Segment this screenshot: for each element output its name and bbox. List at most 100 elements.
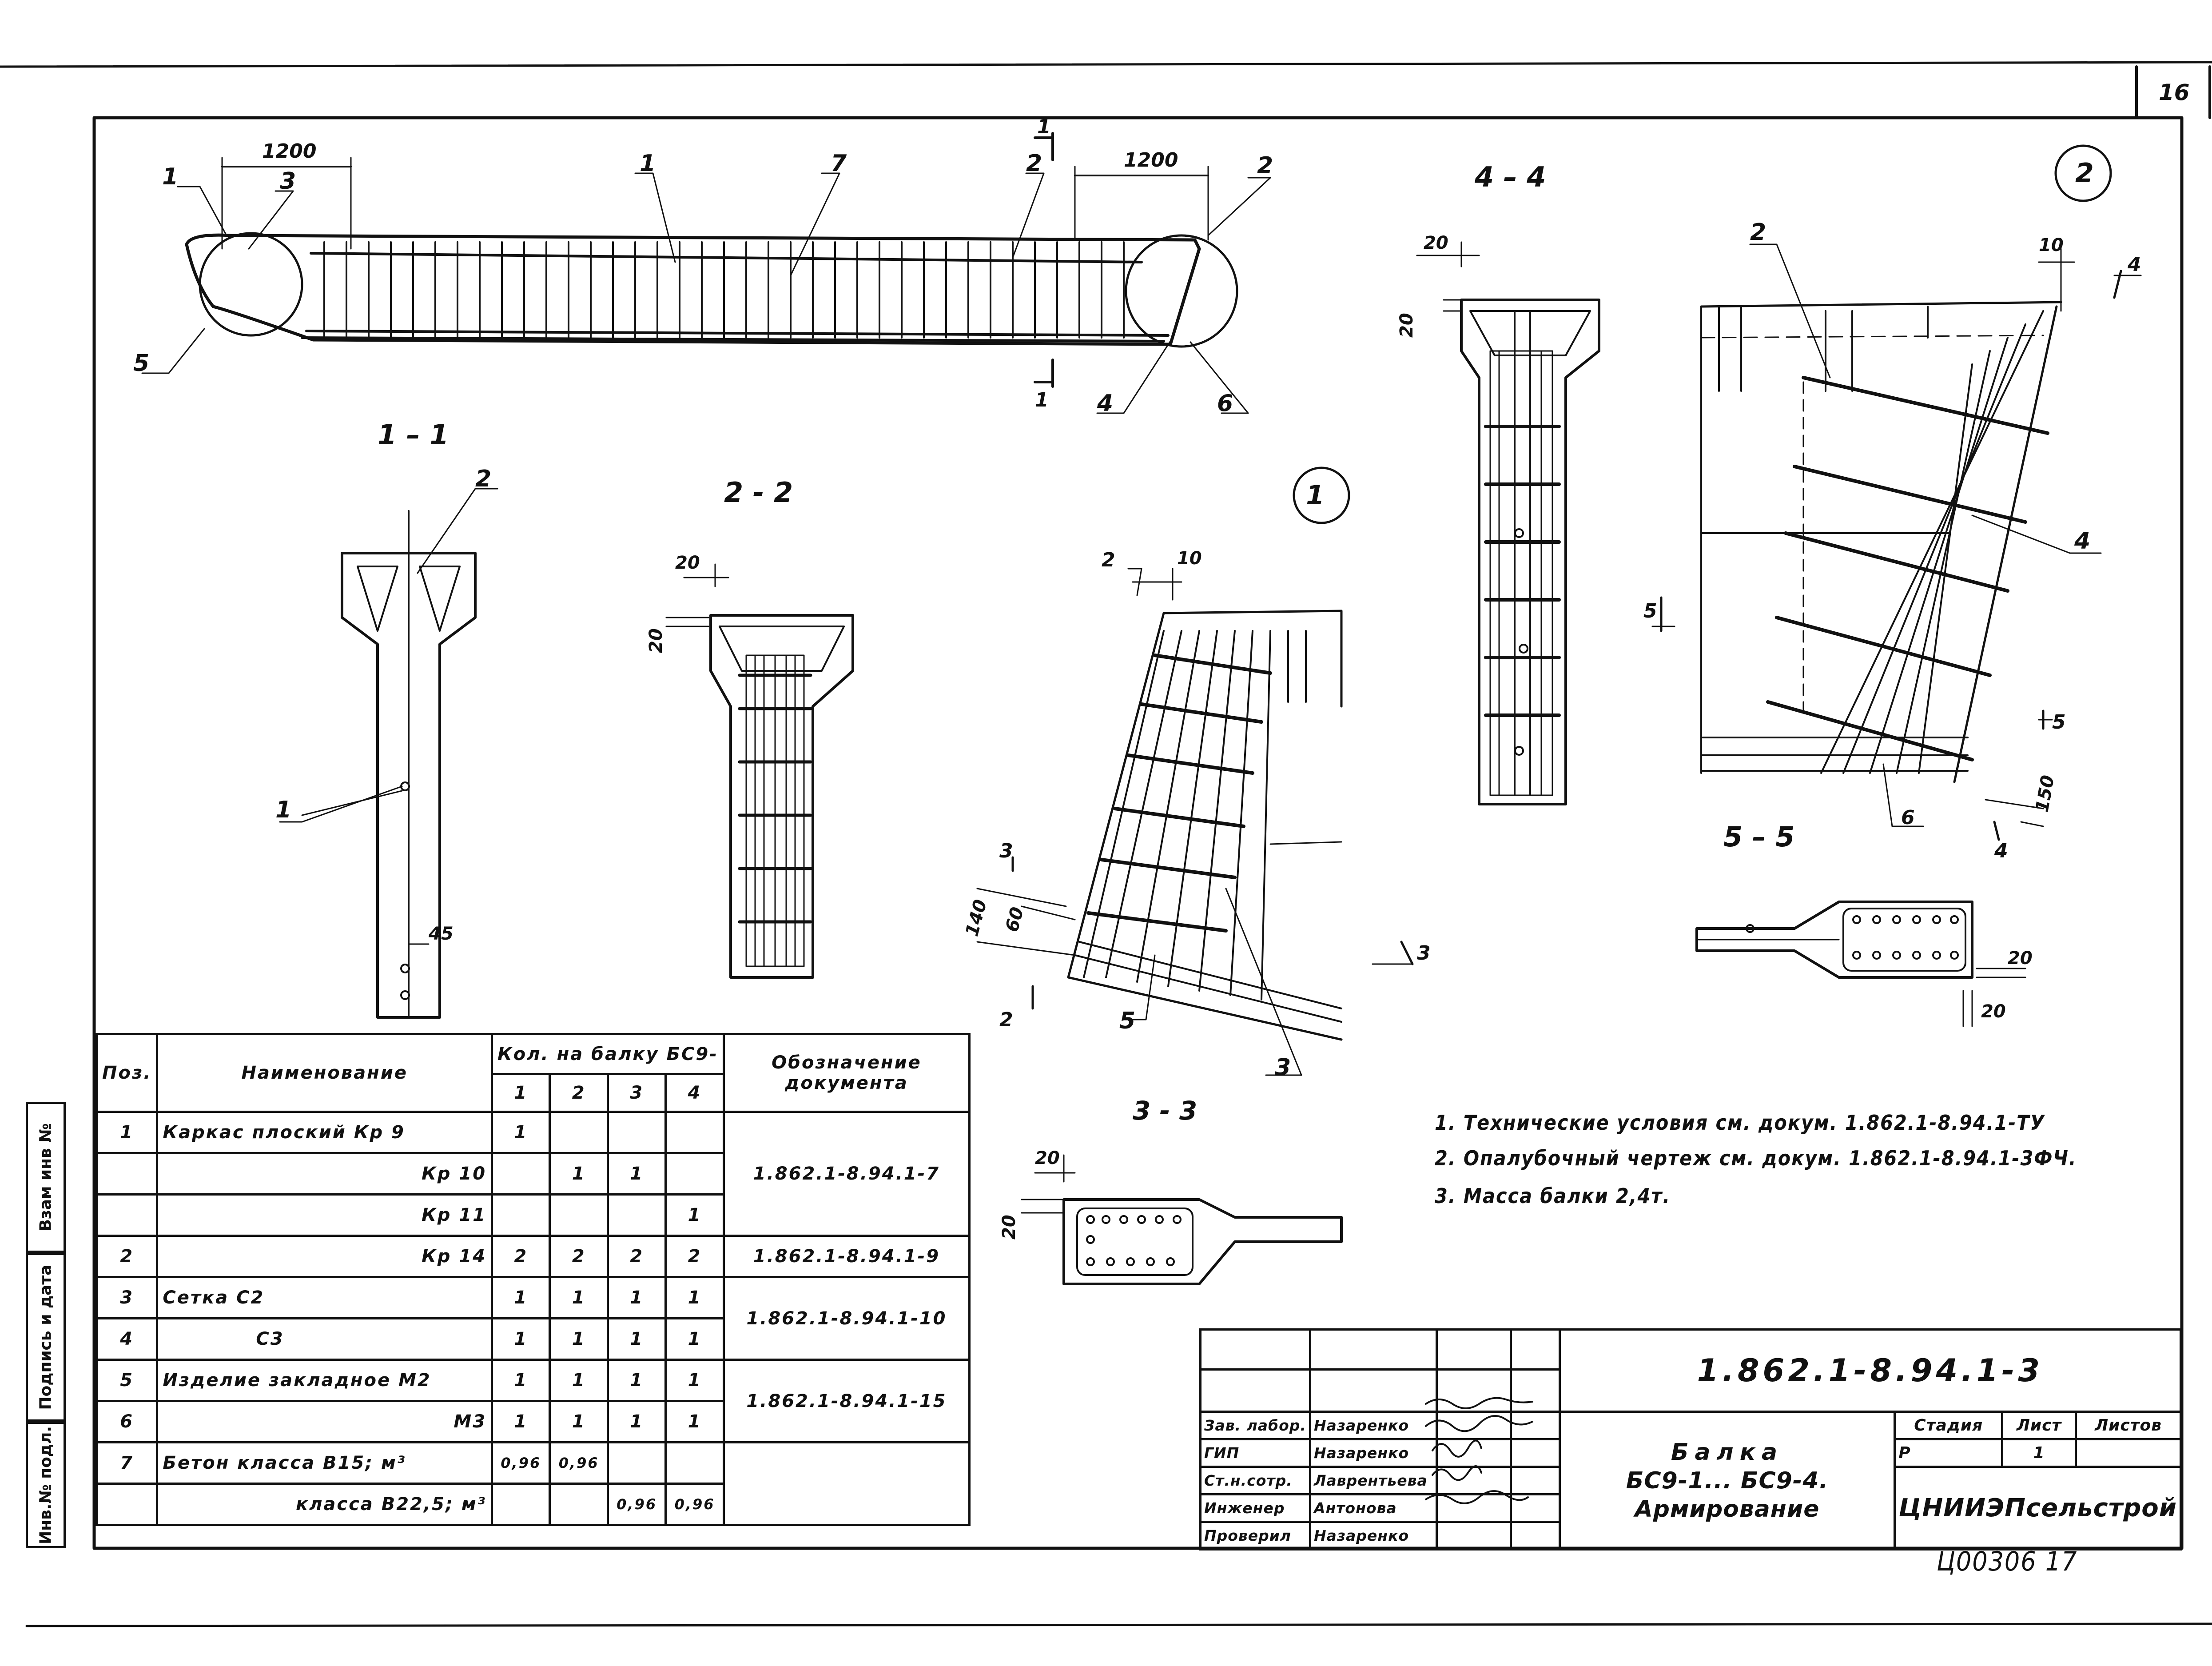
table-row: 5 Изделие закладное М2 1 1 1 1 1.862.1-8… (95, 1359, 971, 1443)
specification-table: Поз. Наименование Кол. на балку БС9- Обо… (95, 1033, 971, 1526)
section-4-4-drawing (1416, 241, 1600, 805)
header-qty-1: 1 (491, 1073, 551, 1113)
det2-dim-10: 10 (2039, 235, 2064, 255)
det2-label-4c: 4 (1994, 840, 2008, 862)
stage-value: Р (1894, 1438, 2004, 1468)
role-1: Зав. лабор. (1199, 1411, 1311, 1440)
section-5-5-drawing (1695, 901, 2026, 1027)
dim-1200-right: 1200 (1124, 149, 1178, 171)
elev-label-6: 6 (1217, 390, 1233, 417)
elev-label-1b: 1 (640, 150, 656, 177)
stage-label: Стадия (1894, 1411, 2004, 1440)
sec44-dim-b: 20 (1396, 313, 1417, 338)
doc-code: 1.862.1-8.94.1-3 (1558, 1328, 2182, 1413)
section-1-1-drawing (279, 488, 498, 1019)
name-3: Лаврентьева (1309, 1466, 1438, 1495)
title-line-1: Балка (1671, 1439, 1784, 1466)
role-4: Инженер (1199, 1493, 1311, 1523)
sec22-dim-a: 20 (675, 553, 700, 573)
title-block: 1.862.1-8.94.1-3 Зав. лабор. Назаренко Б… (1199, 1328, 2182, 1550)
role-3: Ст.н.сотр. (1199, 1466, 1311, 1495)
table-row: 1 Каркас плоский Кр 9 1 1.862.1-8.94.1-7 (95, 1111, 971, 1237)
elev-label-5: 5 (133, 350, 149, 377)
role-5: Проверил (1199, 1521, 1311, 1550)
section-3-3-drawing (1021, 1154, 1343, 1285)
det2-label-2: 2 (1750, 219, 1766, 246)
sec33-dim-a: 20 (1035, 1148, 1060, 1168)
table-row: Кр 11 1 (95, 1193, 970, 1237)
det1-label-3: 3 (999, 840, 1013, 862)
sec55-dim-a: 20 (2008, 948, 2033, 969)
name-5: Назаренко (1309, 1521, 1438, 1550)
header-qty-3: 3 (606, 1073, 667, 1113)
stamp-original-inv: Инв.№ подл. (26, 1422, 66, 1548)
table-row: 6 М3 1 1 1 1 (95, 1400, 970, 1443)
sheets-label: Листов (2075, 1411, 2182, 1440)
stamp-signature-date: Подпись и дата (26, 1253, 66, 1422)
det1-dim-140: 140 (962, 897, 991, 939)
table-row: 4 С3 1 1 1 1 (95, 1317, 970, 1361)
det1-label-5: 5 (1119, 1008, 1135, 1034)
elev-label-3: 3 (280, 168, 296, 195)
elev-label-7: 7 (831, 150, 847, 177)
note-1: 1. Технические условия см. докум. 1.862.… (1435, 1111, 2045, 1135)
elev-label-4: 4 (1097, 390, 1113, 417)
organization: ЦНИИЭПсельстрой (1894, 1466, 2182, 1550)
sec22-dim-b: 20 (646, 628, 666, 653)
det1-label-3b: 3 (1275, 1054, 1291, 1081)
det1-label-3c: 3 (1417, 942, 1431, 965)
det1-label-2b: 2 (999, 1008, 1013, 1031)
dim-1200-left: 1200 (262, 140, 316, 163)
stamp-replacement-inv: Взам инв № (26, 1102, 66, 1253)
sheets-value (2075, 1438, 2182, 1468)
sec11-dim-45: 45 (428, 924, 454, 944)
table-row: класса В22,5; м³ 0,96 0,96 (95, 1483, 970, 1526)
det1-label-2: 2 (1102, 549, 1115, 571)
section-1-1-title: 1 – 1 (378, 418, 449, 451)
det2-label-5b: 5 (2052, 711, 2066, 733)
title-line-3: Армирование (1635, 1495, 1820, 1523)
cut-mark-1-bottom: 1 (1035, 389, 1049, 411)
elev-label-2: 2 (1026, 150, 1042, 177)
role-2: ГИП (1199, 1438, 1311, 1468)
det2-label-4b: 4 (2074, 528, 2090, 554)
view-circle-2-label: 2 (2075, 158, 2094, 189)
elev-label-1: 1 (162, 163, 178, 190)
name-2: Назаренко (1309, 1438, 1438, 1468)
det1-dim-10: 10 (1177, 548, 1202, 569)
note-2: 2. Опалубочный чертеж см. докум. 1.862.1… (1435, 1146, 2077, 1170)
section-4-4-title: 4 – 4 (1474, 161, 1546, 193)
sheet-label: Лист (2001, 1411, 2077, 1440)
beam-elevation (141, 132, 1271, 414)
det2-label-6: 6 (1901, 806, 1915, 829)
detail-1-drawing (976, 466, 1414, 1076)
name-4: Антонова (1309, 1493, 1438, 1523)
header-qty: Кол. на балку БС9- (491, 1033, 725, 1075)
sec44-dim-a: 20 (1424, 233, 1448, 253)
view-circle-1-label: 1 (1306, 480, 1325, 511)
det1-dim-60: 60 (1002, 905, 1028, 934)
sec55-dim-b: 20 (1981, 1001, 2006, 1022)
section-5-5-title: 5 – 5 (1723, 821, 1794, 853)
det2-dim-150: 150 (2032, 774, 2059, 814)
name-1: Назаренко (1309, 1411, 1438, 1440)
archive-stamp: Ц00306 17 (1937, 1546, 2078, 1577)
elev-label-2b: 2 (1257, 152, 1273, 179)
note-3: 3. Масса балки 2,4т. (1435, 1184, 1671, 1208)
header-doc: Обозначение документа (722, 1033, 971, 1113)
section-2-2-title: 2 - 2 (724, 476, 793, 509)
det2-label-4: 4 (2127, 253, 2141, 276)
title-line-2: БС9-1... БС9-4. (1626, 1467, 1829, 1494)
sheet-value: 1 (2001, 1438, 2077, 1468)
header-qty-4: 4 (664, 1073, 725, 1113)
table-row: Кр 10 1 1 (95, 1152, 970, 1196)
table-row: 2 Кр 14 2 2 2 2 1.862.1-8.94.1-9 (95, 1235, 971, 1278)
cut-mark-1-top: 1 (1037, 116, 1051, 138)
sheet-number: 16 (2159, 80, 2190, 105)
header-qty-2: 2 (549, 1073, 609, 1113)
table-row: 3 Сетка С2 1 1 1 1 1.862.1-8.94.1-10 (95, 1276, 971, 1361)
table-row: 7 Бетон класса В15; м³ 0,96 0,96 (95, 1441, 971, 1526)
section-2-2-drawing (665, 563, 854, 979)
header-pos: Поз. (95, 1033, 159, 1113)
